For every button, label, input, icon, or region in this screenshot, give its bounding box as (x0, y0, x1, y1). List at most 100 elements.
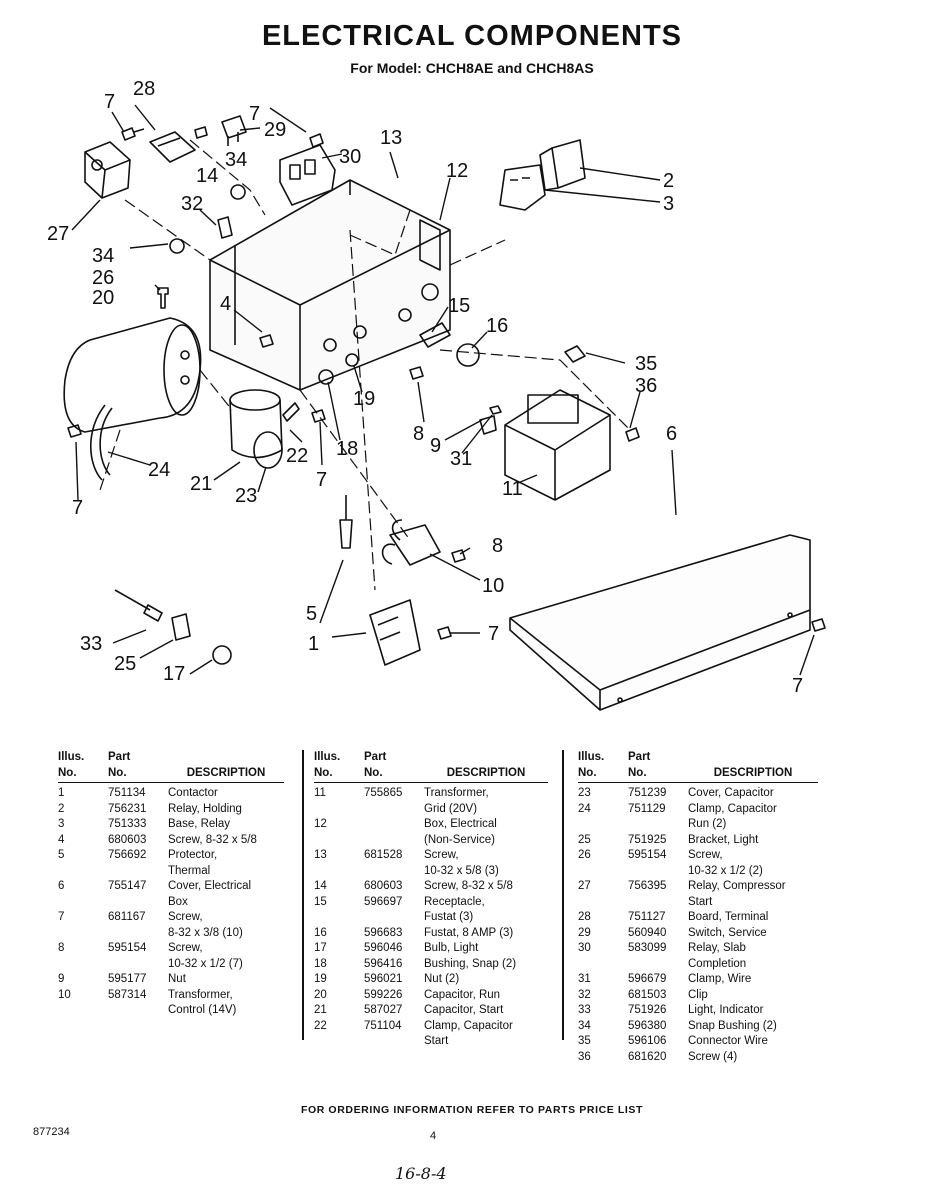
part-no: 587314 (108, 988, 147, 1001)
callout-23: 23 (235, 485, 257, 507)
table-row: 3 751333 Base, Relay (58, 817, 284, 833)
description: Relay, Holding (168, 802, 284, 818)
description: Receptacle,Fustat (3) (424, 895, 548, 926)
exploded-parts-diagram: 7 7 28 29 34 14 30 13 12 2 3 32 27 34 26… (47, 78, 826, 711)
illus-no: 3 (58, 818, 65, 830)
callout-7: 7 (72, 497, 83, 519)
description-line: Grid (20V) (424, 802, 478, 815)
wire-clamp (479, 415, 497, 435)
relay-base (499, 164, 546, 211)
screw (309, 133, 324, 148)
description-line: Screw, (424, 849, 459, 861)
callout-7: 7 (249, 103, 260, 125)
control-transformer (381, 519, 441, 566)
page-number: 4 (430, 1130, 437, 1142)
capacitor-clamp-start (282, 402, 300, 422)
description-header: DESCRIPTION (168, 750, 284, 781)
header-line: No. (58, 766, 77, 779)
callout-29: 29 (264, 119, 286, 141)
illus-no: 10 (58, 988, 71, 1001)
illus-no: 30 (578, 942, 591, 954)
callout-34: 34 (92, 245, 114, 267)
description-line: Capacitor, Run (424, 988, 501, 1001)
slab-relay (279, 144, 336, 206)
description: Snap Bushing (2) (688, 1019, 818, 1035)
illus-no: 7 (58, 911, 65, 923)
part-no: 756231 (108, 802, 147, 815)
header-line: No. (628, 766, 647, 779)
callout-5: 5 (306, 603, 317, 625)
header-line: Illus. (58, 751, 85, 763)
description: Fustat, 8 AMP (3) (424, 926, 548, 942)
part-no: 756692 (108, 849, 147, 861)
description-line: Bracket, Light (688, 833, 759, 846)
part-no: 596679 (628, 973, 667, 985)
callout-20: 20 (92, 287, 114, 309)
illus-no: 20 (314, 988, 327, 1001)
description: Bulb, Light (424, 941, 548, 957)
description-line: Light, Indicator (688, 1004, 764, 1016)
description: Cover, Capacitor (688, 786, 818, 802)
grid-transformer (504, 389, 611, 501)
description: Clamp, Wire (688, 972, 818, 988)
column-divider (562, 750, 564, 1040)
illus-no: 33 (578, 1004, 591, 1016)
part-no: 680603 (364, 880, 403, 892)
illus-no: 6 (58, 880, 65, 892)
header-line: Illus. (578, 751, 605, 763)
illus-no: 21 (314, 1004, 327, 1016)
screw (67, 424, 82, 438)
callout-33: 33 (80, 633, 102, 655)
callout-17: 17 (163, 663, 185, 685)
callout-11: 11 (502, 478, 523, 500)
part-no: 751333 (108, 818, 147, 830)
start-capacitor (229, 389, 283, 469)
callout-12: 12 (446, 160, 468, 182)
callout-7: 7 (792, 675, 803, 697)
description-line: Snap Bushing (2) (688, 1019, 777, 1032)
callout-31: 31 (450, 448, 472, 470)
part-no: 751104 (364, 1019, 402, 1032)
description: Box, Electrical(Non-Service) (424, 817, 548, 848)
snap-bushing (230, 184, 246, 200)
illus-no-header: Illus.No. (314, 750, 364, 781)
snap-bushing (318, 369, 334, 385)
description: Base, Relay (168, 817, 284, 833)
screw (811, 618, 826, 632)
connector-wire (564, 345, 586, 363)
screw (625, 427, 640, 442)
illus-no: 19 (314, 973, 327, 985)
description-line: Receptacle, (424, 895, 485, 908)
document-number: 877234 (33, 1126, 70, 1138)
description-line: Control (14V) (168, 1004, 237, 1016)
part-no: 596416 (364, 957, 403, 970)
description-line: Relay, Holding (168, 802, 242, 815)
callout-18: 18 (336, 438, 358, 460)
description: Transformer,Grid (20V) (424, 786, 548, 817)
callout-25: 25 (114, 653, 136, 675)
compressor-relay (84, 141, 131, 199)
holding-relay (539, 139, 586, 191)
description-line: Capacitor, Start (424, 1004, 504, 1016)
callout-28: 28 (133, 78, 155, 100)
snap-bushing (169, 238, 185, 254)
header-line: DESCRIPTION (446, 766, 526, 779)
capacitor-clamp (89, 404, 113, 481)
callout-7: 7 (104, 91, 115, 113)
illus-no: 11 (314, 787, 326, 799)
header-line: Part (628, 751, 651, 763)
description-line: Screw, 8-32 x 5/8 (424, 880, 513, 892)
